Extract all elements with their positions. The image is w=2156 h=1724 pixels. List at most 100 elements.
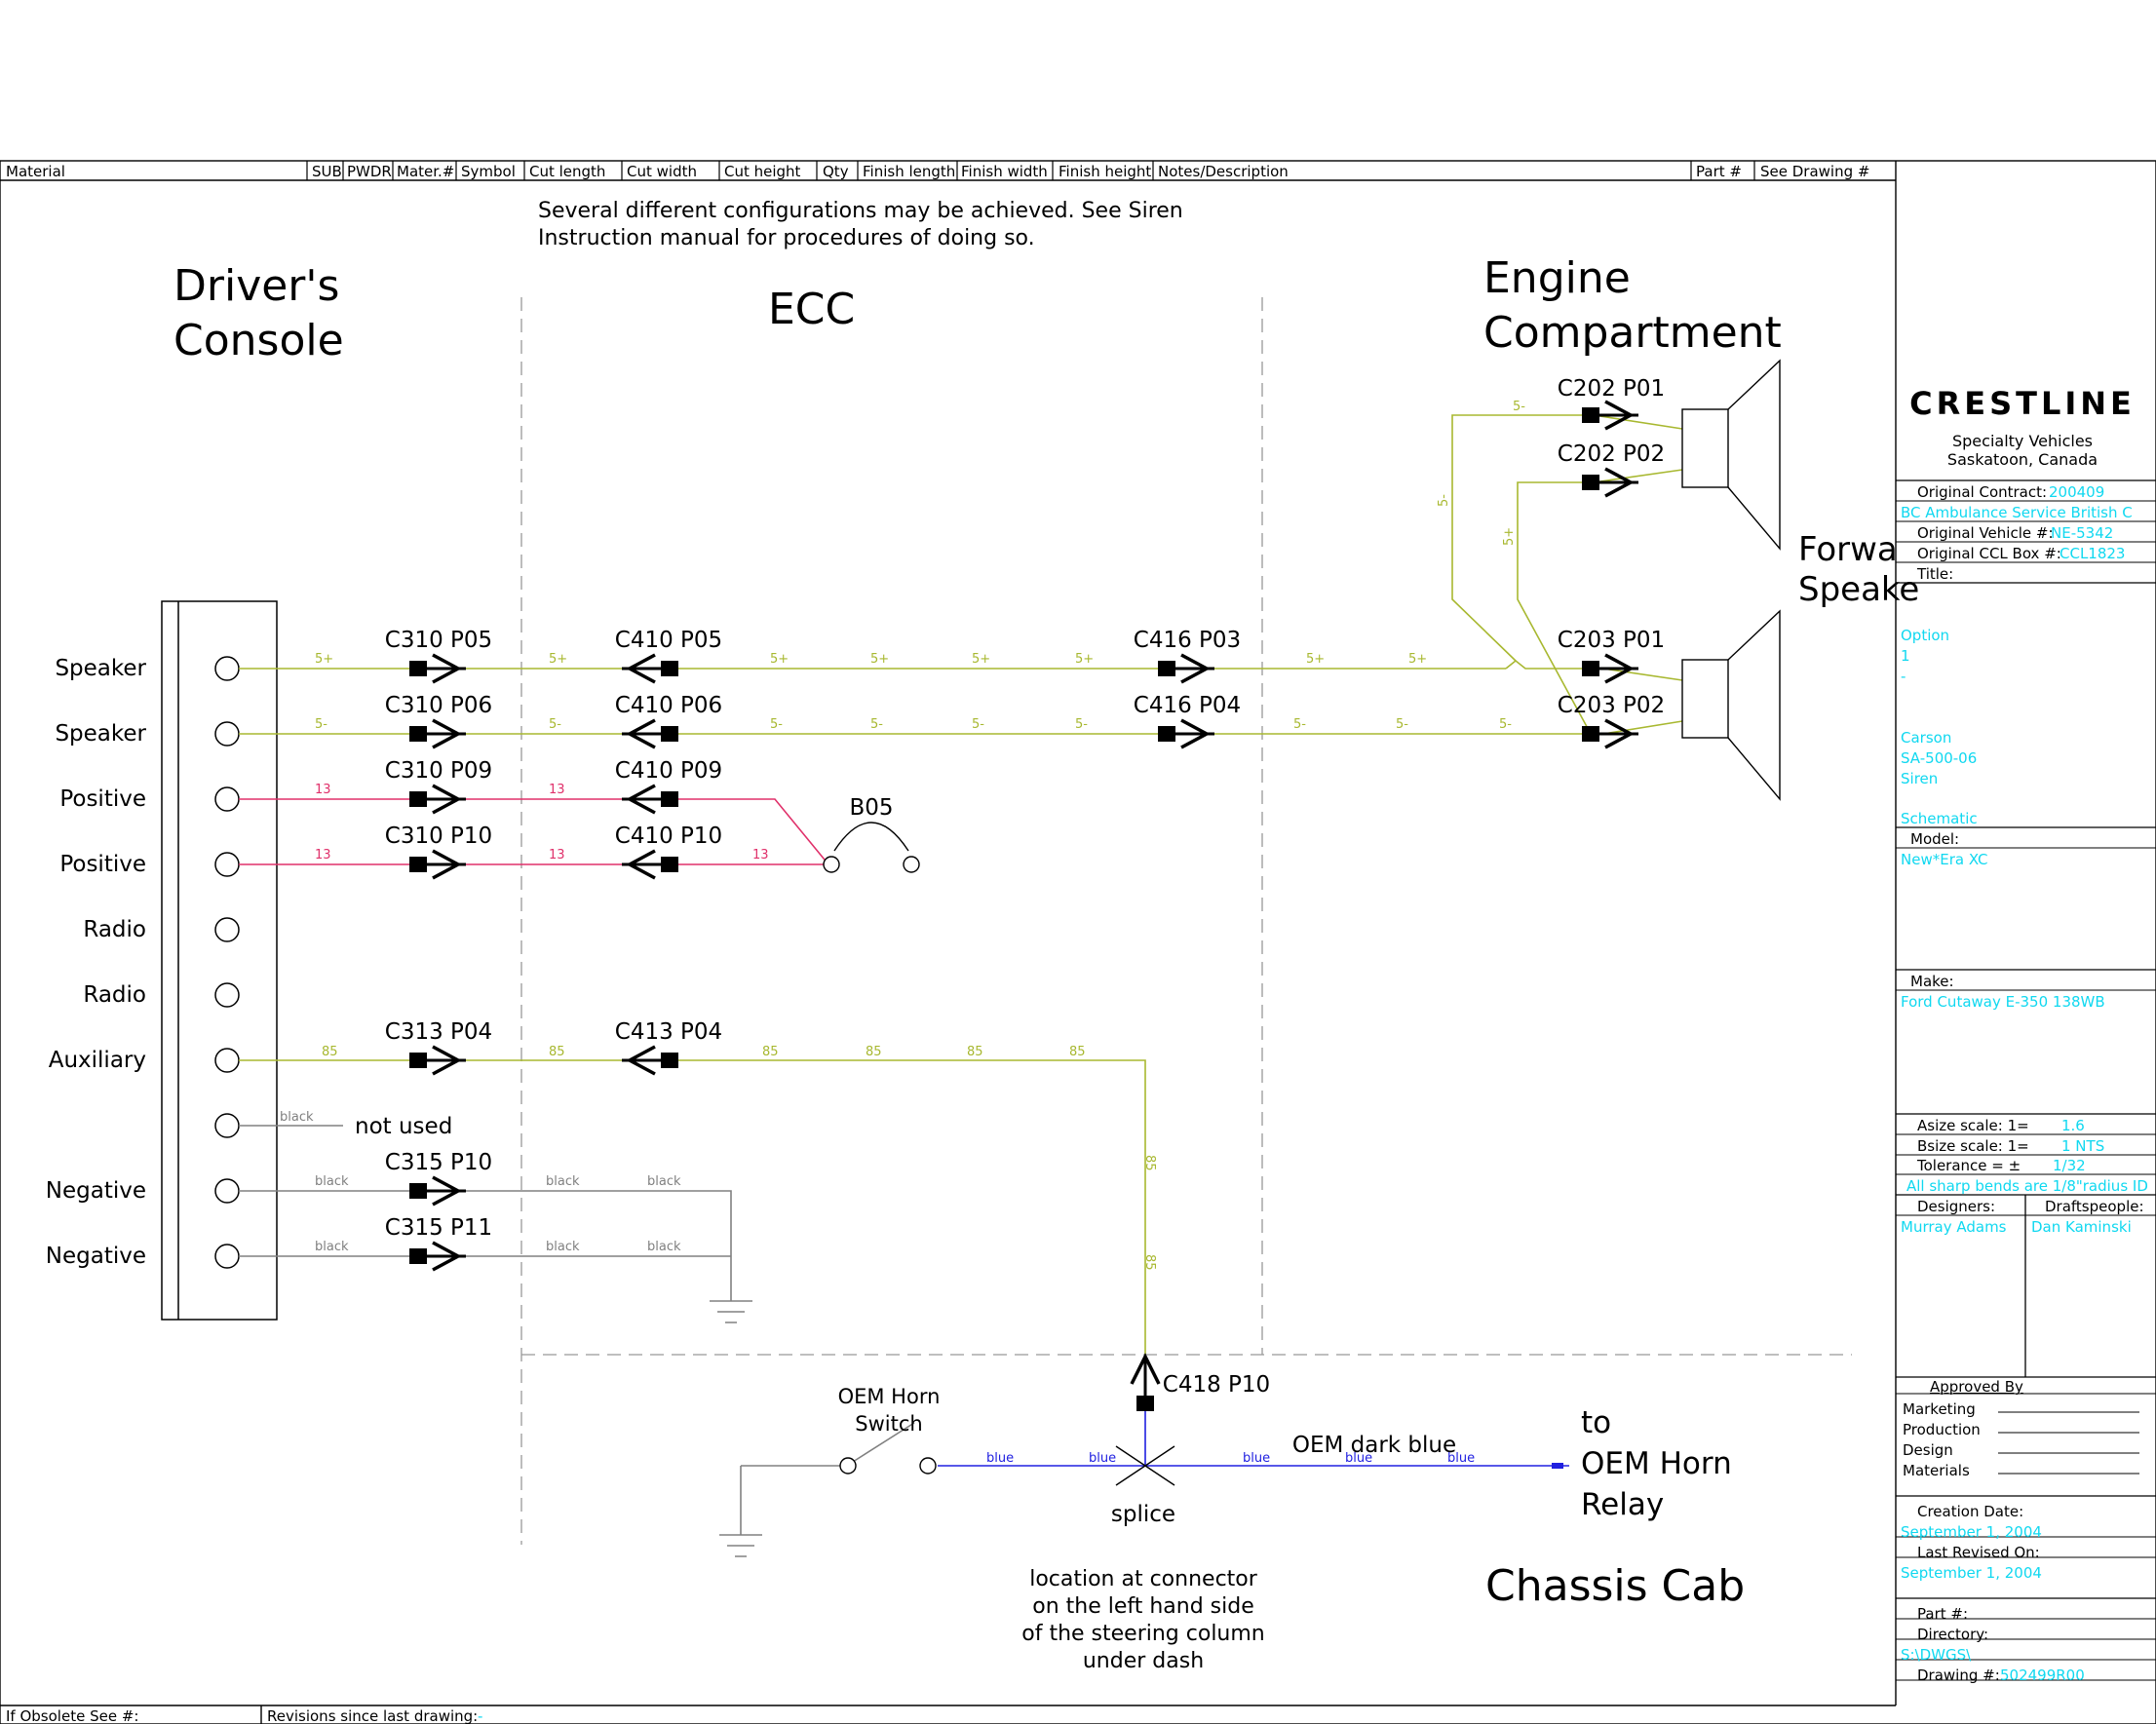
wire-label-13: 13 [549, 783, 565, 797]
wire-label-5plus: 5+ [1408, 652, 1427, 667]
tb-orig-vehicle: NE-5342 [2051, 524, 2113, 542]
header-finish-width: Finish width [961, 163, 1048, 180]
speaker-lower-body [1681, 659, 1729, 739]
header-see-drawing: See Drawing # [1760, 163, 1869, 180]
connector-c416-p04-symbol [1158, 718, 1214, 749]
header-cut-length: Cut length [529, 163, 605, 180]
label-oem-horn-switch-1: OEM Horn [838, 1385, 941, 1408]
tb-approval-materials: Materials [1903, 1462, 1970, 1479]
wire-label-85: 85 [549, 1045, 565, 1059]
wire-label-5minus: 5- [1293, 717, 1306, 732]
connector-c413-p04-symbol [622, 1045, 678, 1076]
tb-tolerance: 1/32 [2053, 1157, 2086, 1174]
pin-terminal [214, 1244, 240, 1269]
tb-orig-contract: 200409 [2049, 483, 2104, 501]
connector-c416-p03-symbol [1158, 653, 1214, 684]
forward-speaker-title-1: Forwa [1798, 530, 1898, 569]
note-line-2: Instruction manual for procedures of doi… [538, 226, 1035, 250]
wire-label-13: 13 [549, 848, 565, 862]
wire-label-black: black [647, 1174, 681, 1189]
wire-label-5minus: 5- [1513, 400, 1525, 414]
label-c310-p09: C310 P09 [385, 758, 492, 784]
label-c410-p10: C410 P10 [615, 824, 722, 849]
header-finish-length: Finish length [863, 163, 955, 180]
label-c315-p10: C315 P10 [385, 1150, 492, 1175]
pin-terminal [214, 1048, 240, 1073]
tb-make-label: Make: [1910, 973, 1954, 990]
wire-label-85: 85 [967, 1045, 983, 1059]
wire-label-blue: blue [1089, 1451, 1116, 1466]
tb-approved-by: Approved By [1930, 1378, 2023, 1396]
header-notes: Notes/Description [1158, 163, 1289, 180]
label-c202-p02: C202 P02 [1558, 441, 1665, 467]
wire-label-black: black [546, 1240, 580, 1254]
connector-c310-p06-symbol [409, 718, 466, 749]
pin-label-auxiliary: Auxiliary [49, 1048, 146, 1073]
pin-label-radio-2: Radio [83, 982, 146, 1008]
tb-drafts-label: Draftspeople: [2045, 1198, 2144, 1215]
wire-label-5minus: 5- [315, 717, 327, 732]
wire-label-black: black [647, 1240, 681, 1254]
wire-label-5plus: 5+ [549, 652, 567, 667]
wire-label-85: 85 [866, 1045, 882, 1059]
tb-model: New*Era XC [1901, 851, 1987, 868]
connector-c313-p04-symbol [409, 1045, 466, 1076]
header-mater: Mater.# [397, 163, 454, 180]
brand-sub-1: Specialty Vehicles [1952, 432, 2093, 450]
header-symbol: Symbol [461, 163, 516, 180]
tb-orig-vehicle-label: Original Vehicle #: [1917, 524, 2054, 542]
pin-terminal [214, 721, 240, 747]
label-c315-p11: C315 P11 [385, 1215, 492, 1241]
wire-label-85: 85 [322, 1045, 338, 1059]
wire-label-5minus: 5- [770, 717, 783, 732]
wire-label-13: 13 [315, 848, 331, 862]
tb-title-line-10: Schematic [1901, 810, 1978, 827]
pin-terminal [214, 1178, 240, 1204]
wire-label-5minus: 5- [1396, 717, 1408, 732]
label-to-oem-1: to [1581, 1405, 1611, 1440]
engine-compartment-title-2: Compartment [1483, 308, 1782, 358]
wire-label-5plus: 5+ [870, 652, 889, 667]
tb-asize-label: Asize scale: 1= [1917, 1117, 2029, 1134]
wire-label-5minus: 5- [870, 717, 883, 732]
header-pwdr: PWDR [347, 163, 392, 180]
label-c203-p01: C203 P01 [1558, 628, 1665, 653]
tb-tolerance-label: Tolerance = ± [1916, 1157, 2021, 1174]
location-note-1: location at connector [1029, 1567, 1258, 1591]
tb-asize: 1.6 [2061, 1117, 2085, 1134]
drivers-console-title-2: Console [173, 316, 344, 365]
wire-label-5plus: 5+ [1502, 527, 1517, 546]
tb-make: Ford Cutaway E-350 138WB [1901, 993, 2105, 1011]
wire-label-85: 85 [1142, 1155, 1157, 1171]
tb-bsize-label: Bsize scale: 1= [1917, 1137, 2029, 1155]
crestline-logo: CRESTLINE [1909, 385, 2136, 422]
wire-speaker-link-positive [1517, 481, 1594, 735]
connector-c310-p10-symbol [409, 849, 466, 880]
tb-approval-design: Design [1903, 1441, 1953, 1459]
wire-label-5minus: 5- [549, 717, 561, 732]
connector-c410-p05-symbol [622, 653, 678, 684]
wire-label-85: 85 [1142, 1254, 1157, 1271]
label-c313-p04: C313 P04 [385, 1019, 492, 1045]
location-note-3: of the steering column [1021, 1622, 1265, 1646]
tb-revised-label: Last Revised On: [1917, 1544, 2040, 1561]
speaker-lower-cone [1727, 609, 1781, 801]
pin-label-negative-2: Negative [46, 1244, 146, 1269]
engine-compartment-title-1: Engine [1483, 253, 1631, 303]
label-splice: splice [1111, 1502, 1175, 1527]
label-c202-p01: C202 P01 [1558, 376, 1665, 402]
drivers-console-title-1: Driver's [173, 261, 339, 311]
pin-terminal [214, 656, 240, 681]
wire-label-5plus: 5+ [1306, 652, 1325, 667]
pin-terminal [214, 982, 240, 1008]
connector-c418-symbol [1130, 1353, 1161, 1411]
pin-terminal [214, 917, 240, 942]
connector-c202-p01-symbol [1582, 400, 1638, 431]
label-c418-p10: C418 P10 [1163, 1372, 1270, 1398]
tb-directory-label: Directory: [1917, 1626, 1988, 1643]
tb-orig-ccl-label: Original CCL Box #: [1917, 545, 2061, 562]
tb-orig-ccl: CCL1823 [2060, 545, 2125, 562]
wire-label-5plus: 5+ [770, 652, 789, 667]
pin-label-speaker-1: Speaker [55, 656, 146, 681]
footer-revisions: Revisions since last drawing: [267, 1707, 478, 1724]
